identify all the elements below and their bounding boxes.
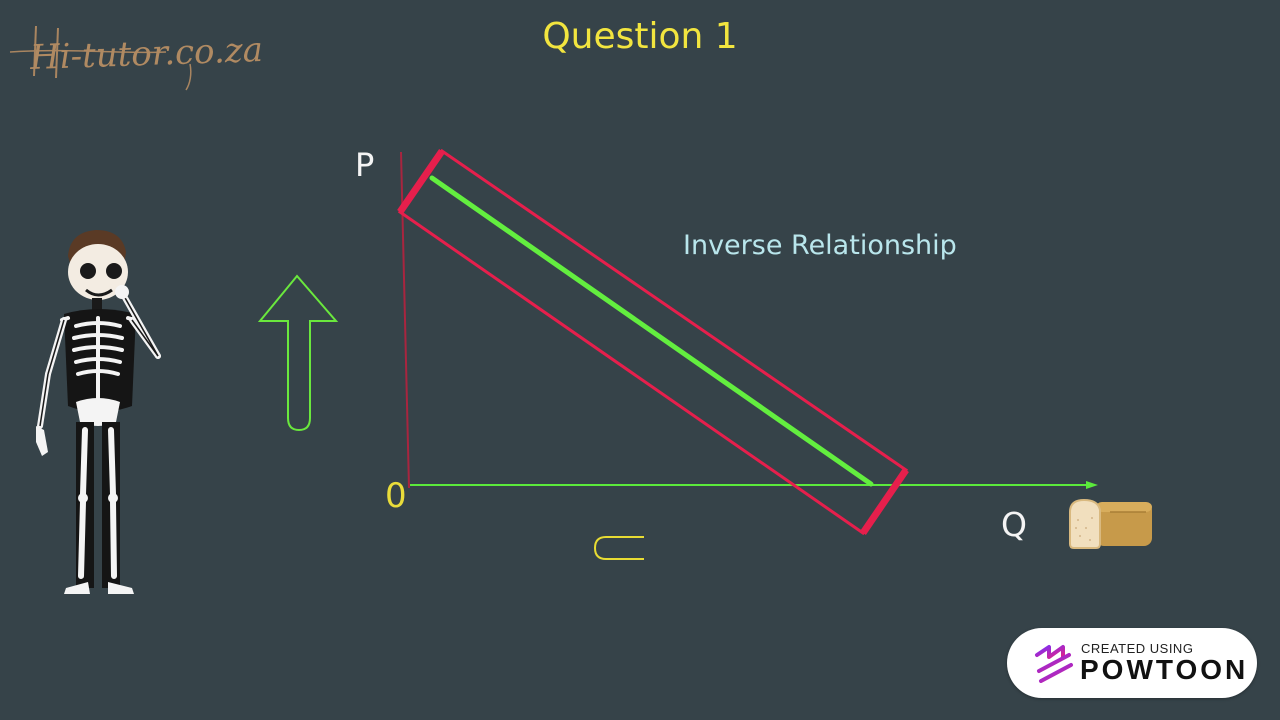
x-axis-label: Q: [1001, 505, 1027, 544]
logo: Hi-tutor.co.za: [6, 14, 264, 98]
curved-arrow-icon: [593, 536, 644, 560]
page-title: Question 1: [542, 16, 738, 57]
x-axis-arrowhead: [1086, 481, 1098, 489]
up-arrow-icon: [257, 274, 339, 432]
badge-brand-text: POWTOON: [1080, 654, 1249, 685]
origin-label: 0: [385, 476, 407, 516]
badge-small-text: CREATED USING: [1081, 641, 1194, 656]
demand-line: [429, 175, 874, 487]
highlight-box-bottom-edge: [860, 468, 909, 535]
bread-loaf-icon: [1069, 498, 1152, 549]
logo-mark: [9, 25, 192, 91]
skeleton-character: [36, 230, 161, 594]
highlight-box-top-edge: [397, 149, 445, 214]
y-axis-label: P: [355, 146, 375, 184]
powtoon-badge[interactable]: CREATED USING POWTOON: [1007, 628, 1257, 698]
inverse-relationship-label: Inverse Relationship: [683, 230, 957, 261]
powtoon-logo-icon: [1035, 645, 1073, 683]
